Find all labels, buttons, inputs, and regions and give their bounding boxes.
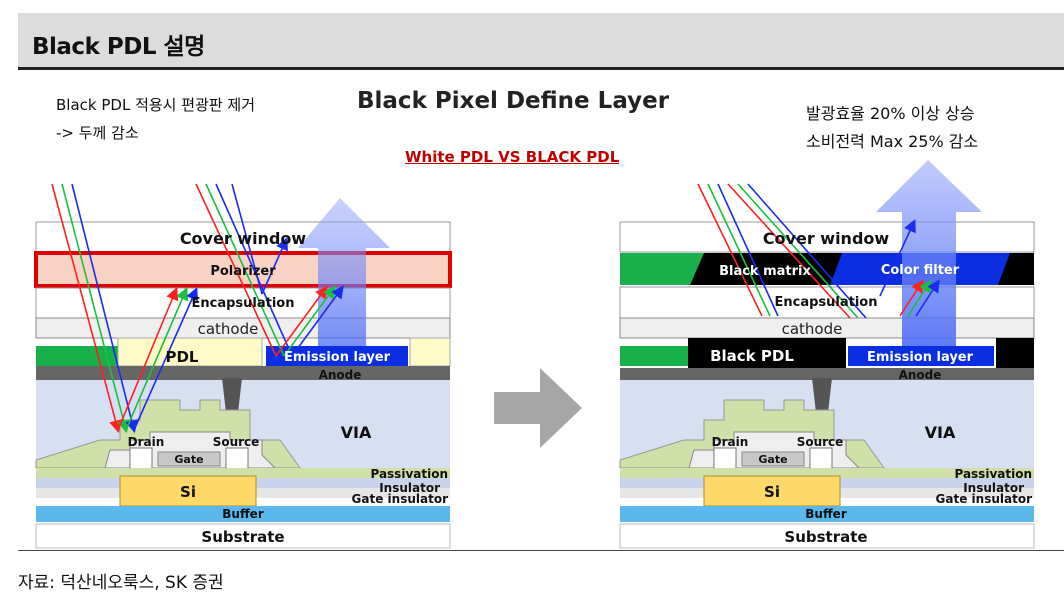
right-green-subpixel [620,346,690,366]
page-title: Black PDL 설명 [32,34,205,60]
left-ray-red-in [51,183,122,434]
right-label-emission: Emission layer [867,350,974,365]
left-emission-up-arrow [298,198,390,346]
left-si-layer [119,475,257,507]
right-si-layer [703,475,841,507]
header-bar: Black PDL 설명 [18,13,1064,70]
right-label-color-filter: Color filter [881,263,960,278]
left-passivation-layer [36,468,450,478]
right-label-cover-window: Cover window [763,229,890,248]
left-ray-blue-in [71,183,138,434]
left-ray-green-out [125,287,189,431]
right-label-cathode: cathode [782,320,843,338]
right-gate [741,451,805,467]
right-label-passivation: Passivation [954,467,1032,481]
right-label-substrate: Substrate [784,528,867,546]
right-buffer-layer [620,506,1034,522]
left-label-cover-window: Cover window [180,229,307,248]
left-label-passivation: Passivation [370,467,448,481]
bottom-divider [18,550,1064,551]
right-ray-green-in [707,183,771,317]
left-ray2-green-out [283,285,336,357]
left-ray-green-in [61,183,130,434]
left-label-substrate: Substrate [201,528,284,546]
left-label-drain: Drain [128,435,165,449]
right-anode [620,368,1034,380]
left-label-si: Si [180,483,196,501]
right-black-pdl-right [996,338,1034,368]
left-annotation-line2: -> 두께 감소 [56,124,139,142]
right-diagram: Cover window Black matrix Color filter E… [619,160,1035,549]
left-label-cathode: cathode [198,320,259,338]
left-polarizer-layer [34,251,452,288]
right-ray-blue-in [717,183,779,317]
right-emission-up-arrow [876,160,982,346]
left-ray3-blue [231,183,263,295]
right-emission-layer [848,346,994,366]
transition-arrow [494,368,582,448]
right-passivation-layer [620,468,1034,478]
right-label-encapsulation: Encapsulation [775,295,878,310]
right-label-si: Si [764,483,780,501]
left-ray2-red-out [275,285,328,357]
right-annotation-line2: 소비전력 Max 25% 감소 [806,132,979,151]
diagram-sub-title: White PDL VS BLACK PDL [405,148,620,166]
left-label-gate-insulator: Gate insulator [352,492,449,506]
right-ray2-blue-in [747,183,867,319]
right-ray2-red-in [727,183,851,319]
source-note: 자료: 덕산네오룩스, SK 증권 [18,573,224,593]
right-label-insulator: Insulator [963,481,1024,495]
right-label-black-pdl: Black PDL [710,347,794,365]
right-annotation-line1: 발광효율 20% 이상 상승 [806,104,975,123]
right-ray-red-in [697,183,763,317]
left-label-insulator: Insulator [379,481,440,495]
right-label-anode: Anode [899,368,942,382]
left-label-gate: Gate [174,453,203,466]
left-pdl-right-block [409,337,451,367]
left-green-subpixel [36,346,126,366]
left-buffer-layer [36,506,450,522]
left-label-anode: Anode [319,368,362,382]
left-ray-blue-out [133,287,198,431]
right-ray-green-out [907,279,932,317]
left-ray3-blue-out [261,237,288,295]
left-ray2-blue-in [215,183,293,357]
left-label-polarizer: Polarizer [210,264,276,279]
left-gate [157,451,221,467]
right-label-buffer: Buffer [805,507,847,521]
right-label-black-matrix: Black matrix [719,264,811,279]
right-ray-blue-out [915,279,940,317]
right-black-pdl [688,338,846,368]
left-ray2-green-in [205,183,285,357]
right-green-filter [620,253,704,285]
right-label-source: Source [797,435,844,449]
right-substrate-layer [619,523,1035,549]
left-label-source: Source [213,435,260,449]
right-ray2-green-in [737,183,859,319]
right-label-drain: Drain [712,435,749,449]
right-ray3-blue-out [879,219,916,297]
left-ray2-red-in [195,183,277,357]
left-substrate-layer [35,523,451,549]
left-label-pdl: PDL [165,348,198,366]
left-anode-bar [200,366,420,380]
left-label-via: VIA [341,423,372,442]
right-annotation: 발광효율 20% 이상 상승 소비전력 Max 25% 감소 [806,100,978,156]
right-cover-window-layer [619,221,1035,253]
left-annotation: Black PDL 적용시 편광판 제거 -> 두께 감소 [56,91,255,147]
left-ray-red-out [117,287,179,431]
right-ray-red-out [899,279,924,317]
left-label-emission: Emission layer [284,350,391,365]
diagram-main-title: Black Pixel Define Layer [357,88,670,114]
left-label-buffer: Buffer [222,507,264,521]
right-label-via: VIA [925,423,956,442]
left-diagram: Cover window Polarizer Encapsulation cat… [34,183,452,549]
left-emission-layer [266,346,408,366]
right-label-gate: Gate [758,453,787,466]
left-ray2-blue-out [291,285,344,357]
left-annotation-line1: Black PDL 적용시 편광판 제거 [56,96,256,114]
right-label-gate-insulator: Gate insulator [936,492,1033,506]
left-label-encapsulation: Encapsulation [192,296,295,311]
